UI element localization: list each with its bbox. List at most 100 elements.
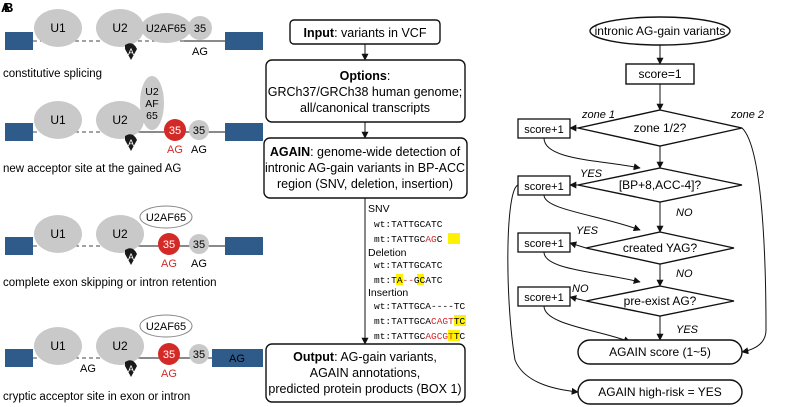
u2af65-label: U2AF65 bbox=[146, 321, 186, 333]
options-bold: Options bbox=[340, 69, 387, 83]
insertion1-highlight bbox=[454, 315, 466, 326]
snv-mt-hl: AG bbox=[425, 234, 437, 245]
exon-left bbox=[5, 237, 33, 255]
again-line1: AGAIN: genome-wide detection of bbox=[270, 145, 461, 159]
u2af35-label: 35 bbox=[194, 23, 206, 35]
u2-snrnp bbox=[96, 215, 144, 253]
u2-label: U2 bbox=[112, 227, 128, 241]
insertion-mt1-red2: T bbox=[448, 316, 454, 327]
arrow-prescore-final bbox=[543, 305, 631, 343]
cryptic-ag-exon-label: AG bbox=[229, 353, 245, 365]
branch-point-label: A bbox=[128, 47, 134, 57]
u1-label: U1 bbox=[50, 339, 66, 353]
u2af35-gained-factor bbox=[158, 343, 180, 365]
insertion-label: Insertion bbox=[368, 287, 408, 299]
zone1-label: zone 1 bbox=[581, 109, 615, 121]
snv-highlight bbox=[448, 233, 460, 244]
insertion-mt2-post: TC bbox=[454, 331, 466, 342]
gained-ag-label: AG bbox=[161, 258, 177, 270]
output-line2: AGAIN annotations, bbox=[310, 366, 420, 380]
again-bold: AGAIN bbox=[270, 145, 310, 159]
u2af35-original-factor bbox=[189, 234, 209, 254]
yag-decision-label: created YAG? bbox=[623, 241, 698, 255]
row-caption: constitutive splicing bbox=[3, 68, 102, 80]
insertion-mt1-hl: AG bbox=[437, 316, 449, 327]
insertion-mt2-red: CGT bbox=[437, 331, 454, 342]
u2af65-label: U2AF65 bbox=[146, 212, 186, 224]
u2-snrnp bbox=[96, 327, 144, 365]
snv-mt-post: C bbox=[437, 234, 443, 245]
exon-left bbox=[5, 32, 33, 50]
u2af65-label-line1: U2 bbox=[145, 86, 159, 98]
snv-mt: mt:TATTGCAGC bbox=[374, 234, 443, 245]
u2af65-label-line3: 65 bbox=[146, 110, 158, 122]
arrow-bp-score-yag bbox=[543, 194, 641, 232]
branch-point-a bbox=[125, 43, 137, 60]
score-plus-label: score+1 bbox=[524, 124, 563, 136]
again-highrisk-label: AGAIN high-risk = YES bbox=[598, 385, 722, 399]
row-new-acceptor: U1 U2 A U2 AF 65 35 35 AG AG new accepto… bbox=[3, 76, 263, 175]
deletion-wt: wt:TATTGCATC bbox=[374, 260, 443, 271]
yag-no-label: NO bbox=[676, 268, 693, 280]
row-caption: complete exon skipping or intron retenti… bbox=[3, 277, 217, 289]
deletion-mt-hl1: A bbox=[397, 275, 403, 286]
deletion-highlight1 bbox=[396, 274, 403, 285]
options-line1: GRCh37/GRCh38 human genome; bbox=[268, 85, 463, 99]
u2af65-label-line2: AF bbox=[145, 98, 158, 110]
insertion-mt1-pre: mt:TATTGCA bbox=[374, 316, 431, 327]
exon-left bbox=[5, 123, 33, 141]
gained-ag-label: AG bbox=[161, 368, 177, 380]
panel-label-b-overlap: B bbox=[4, 0, 13, 15]
insertion2-highlight bbox=[448, 330, 460, 341]
snv-label: SNV bbox=[368, 203, 390, 215]
panel-label-a: A bbox=[1, 0, 11, 15]
snv-wt: wt:TATTGCATC bbox=[374, 219, 443, 230]
deletion-highlight2 bbox=[417, 274, 424, 285]
u2af65-factor bbox=[140, 76, 164, 130]
yag-yes-label: YES bbox=[576, 225, 599, 237]
score-plus-label: score+1 bbox=[524, 238, 563, 250]
input-bold: Input bbox=[304, 26, 335, 40]
insertion-mt2: mt:TATTGCAGCGTTC bbox=[374, 331, 466, 342]
u2af35-gained-label: 35 bbox=[163, 239, 175, 251]
insertion-mt2-pre: mt:TATTGC bbox=[374, 331, 426, 342]
insertion-mt1-red: C bbox=[431, 316, 437, 327]
row-caption: new acceptor site at the gained AG bbox=[3, 163, 181, 175]
deletion-mt-hl2: G bbox=[414, 275, 420, 286]
bp-decision-label: [BP+8,ACC-4]? bbox=[619, 178, 702, 192]
output-line1: Output: AG-gain variants, bbox=[293, 350, 437, 364]
deletion-mt-pre: mt:T bbox=[374, 275, 397, 286]
u2af35-original-factor bbox=[189, 120, 209, 140]
deletion-mt-mid: -- bbox=[403, 275, 414, 286]
u2af65-detached-factor bbox=[139, 314, 193, 338]
branch-point-a bbox=[125, 248, 137, 265]
u2af35-original-label: 35 bbox=[193, 349, 205, 361]
again-line2: intronic AG-gain variants in BP-ACC bbox=[265, 161, 465, 175]
exon-left bbox=[5, 349, 33, 367]
deletion-label: Deletion bbox=[368, 247, 407, 259]
arrow-yagscore-pre bbox=[543, 251, 641, 284]
insertion-mt1: mt:TATTGCACAGTTC bbox=[374, 316, 466, 327]
u1-label: U1 bbox=[50, 21, 66, 35]
gained-ag-label: AG bbox=[167, 144, 183, 156]
branch-point-label: A bbox=[128, 364, 134, 374]
exon-right bbox=[225, 237, 263, 255]
u2-label: U2 bbox=[112, 113, 128, 127]
again-score-label: AGAIN score (1~5) bbox=[609, 345, 711, 359]
variant-examples: SNV wt:TATTGCATC mt:TATTGCAGC Deletion w… bbox=[368, 203, 466, 342]
output-rest: : AG-gain variants, bbox=[334, 350, 437, 364]
branch-point-a bbox=[125, 134, 137, 151]
u2af35-factor bbox=[188, 16, 212, 40]
exon-right bbox=[225, 123, 263, 141]
u2-label: U2 bbox=[112, 21, 128, 35]
bp-yes-label: YES bbox=[580, 168, 603, 180]
start-label: intronic AG-gain variants bbox=[595, 24, 726, 38]
acceptor-ag-label: AG bbox=[191, 258, 207, 270]
again-score-node bbox=[577, 339, 743, 365]
arrow-zone1-bp bbox=[543, 137, 641, 171]
arrow-yag-score bbox=[569, 241, 587, 249]
again-rest: : genome-wide detection of bbox=[310, 145, 461, 159]
row-constitutive-splicing: U1 U2 A U2AF65 35 AG constitutive splici… bbox=[3, 9, 263, 80]
output-bold: Output bbox=[293, 350, 335, 364]
output-box bbox=[265, 343, 466, 403]
